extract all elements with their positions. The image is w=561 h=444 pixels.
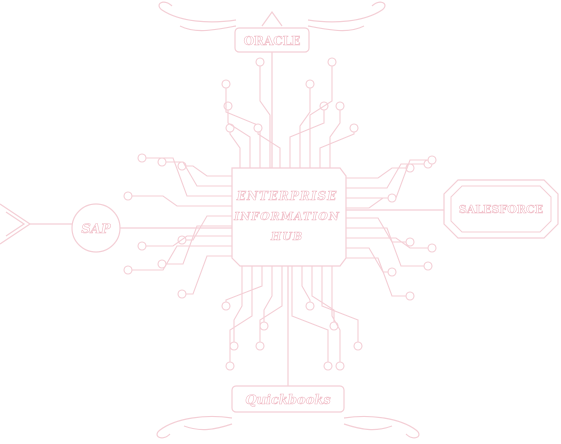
circuit-trace bbox=[259, 62, 271, 168]
central-hub-chip: ENTERPRISE INFORMATION HUB bbox=[231, 167, 347, 267]
node-salesforce: SALESFORCE bbox=[443, 179, 559, 239]
circuit-trace bbox=[289, 106, 325, 168]
sap-circle bbox=[71, 203, 121, 253]
hub-title-line-3: HUB bbox=[270, 230, 303, 243]
trace-pad bbox=[123, 265, 133, 275]
trace-pad bbox=[259, 321, 269, 331]
trace-pad bbox=[323, 361, 333, 371]
trace-pad bbox=[335, 101, 345, 111]
quickbooks-badge bbox=[231, 385, 345, 413]
trace-pad bbox=[427, 243, 437, 253]
circuit-trace bbox=[182, 255, 232, 295]
trace-pad bbox=[137, 153, 147, 163]
trace-pad bbox=[423, 261, 433, 271]
circuit-trace bbox=[257, 128, 281, 168]
circuit-trace bbox=[331, 266, 341, 366]
node-quickbooks: Quickbooks bbox=[231, 385, 345, 413]
trace-pad bbox=[387, 193, 397, 203]
scroll-flourish bbox=[343, 423, 393, 431]
circuit-trace bbox=[309, 62, 333, 168]
trace-pad bbox=[349, 123, 359, 133]
circuit-trace bbox=[301, 266, 311, 306]
circuit-trace bbox=[321, 266, 359, 346]
circuit-trace bbox=[346, 227, 428, 267]
trace-pad bbox=[387, 267, 397, 277]
node-sap: SAP bbox=[71, 203, 121, 253]
circuit-traces bbox=[0, 52, 444, 386]
circuit-trace bbox=[311, 266, 335, 326]
circuit-trace bbox=[346, 247, 392, 273]
flourish-ornaments bbox=[156, 1, 420, 439]
hub-title-line-2: INFORMATION bbox=[233, 210, 340, 223]
circuit-trace bbox=[182, 165, 232, 177]
circuit-trace bbox=[346, 159, 432, 199]
scroll-flourish bbox=[307, 1, 386, 23]
trace-pad bbox=[305, 301, 315, 311]
trace-pad bbox=[225, 361, 235, 371]
circuit-trace bbox=[229, 128, 241, 168]
circuit-trace bbox=[128, 245, 232, 271]
trace-pad bbox=[221, 301, 231, 311]
hub-title-line-1: ENTERPRISE bbox=[236, 189, 338, 203]
circuit-trace bbox=[162, 161, 232, 187]
node-connector bbox=[5, 211, 26, 237]
salesforce-label: SALESFORCE bbox=[459, 203, 543, 216]
trace-pad bbox=[157, 157, 167, 167]
trace-pad bbox=[123, 191, 133, 201]
trace-pad bbox=[353, 341, 363, 351]
trace-pad bbox=[177, 289, 187, 299]
circuit-trace bbox=[128, 195, 232, 207]
circuit-trace bbox=[225, 266, 263, 306]
trace-pad bbox=[327, 57, 337, 67]
scroll-flourish bbox=[183, 423, 233, 431]
circuit-trace bbox=[229, 266, 253, 366]
circuit-trace bbox=[346, 163, 428, 189]
oracle-badge bbox=[234, 27, 310, 53]
node-connector bbox=[0, 203, 32, 245]
circuit-trace bbox=[227, 106, 251, 168]
scroll-flourish bbox=[343, 415, 420, 439]
oracle-label: ORACLE bbox=[244, 34, 301, 48]
circuit-trace bbox=[259, 266, 283, 346]
scroll-flourish bbox=[261, 10, 283, 27]
circuit-trace bbox=[233, 266, 243, 346]
salesforce-badge-inner bbox=[450, 185, 552, 233]
trace-pad bbox=[225, 123, 235, 133]
circuit-trace bbox=[329, 106, 341, 168]
trace-pad bbox=[255, 57, 265, 67]
node-oracle: ORACLE bbox=[234, 27, 310, 53]
trace-pad bbox=[255, 341, 265, 351]
circuit-trace bbox=[346, 167, 410, 179]
trace-pad bbox=[405, 291, 415, 301]
sap-label: SAP bbox=[81, 222, 111, 237]
trace-pad bbox=[335, 361, 345, 371]
scroll-flourish bbox=[307, 25, 365, 32]
scroll-flourish bbox=[158, 1, 237, 23]
quickbooks-label: Quickbooks bbox=[245, 393, 331, 408]
circuit-trace bbox=[299, 84, 311, 168]
trace-pad bbox=[221, 79, 231, 89]
hub-chip-outline bbox=[231, 167, 347, 267]
circuit-trace bbox=[162, 225, 232, 265]
circuit-trace bbox=[346, 197, 392, 209]
scroll-flourish bbox=[156, 415, 233, 439]
circuit-trace bbox=[225, 84, 261, 168]
scroll-flourish bbox=[179, 25, 237, 32]
trace-pad bbox=[223, 101, 233, 111]
trace-pad bbox=[137, 241, 147, 251]
salesforce-badge bbox=[443, 179, 559, 239]
trace-pad bbox=[405, 237, 415, 247]
circuit-trace bbox=[319, 128, 355, 168]
trace-pad bbox=[427, 155, 437, 165]
circuit-trace bbox=[346, 237, 432, 249]
trace-pad bbox=[329, 321, 339, 331]
trace-pad bbox=[253, 123, 263, 133]
trace-pad bbox=[305, 79, 315, 89]
circuit-trace bbox=[142, 157, 232, 197]
trace-pad bbox=[229, 341, 239, 351]
circuit-trace bbox=[142, 235, 232, 247]
circuit-trace bbox=[346, 257, 410, 297]
circuit-trace bbox=[291, 266, 329, 366]
